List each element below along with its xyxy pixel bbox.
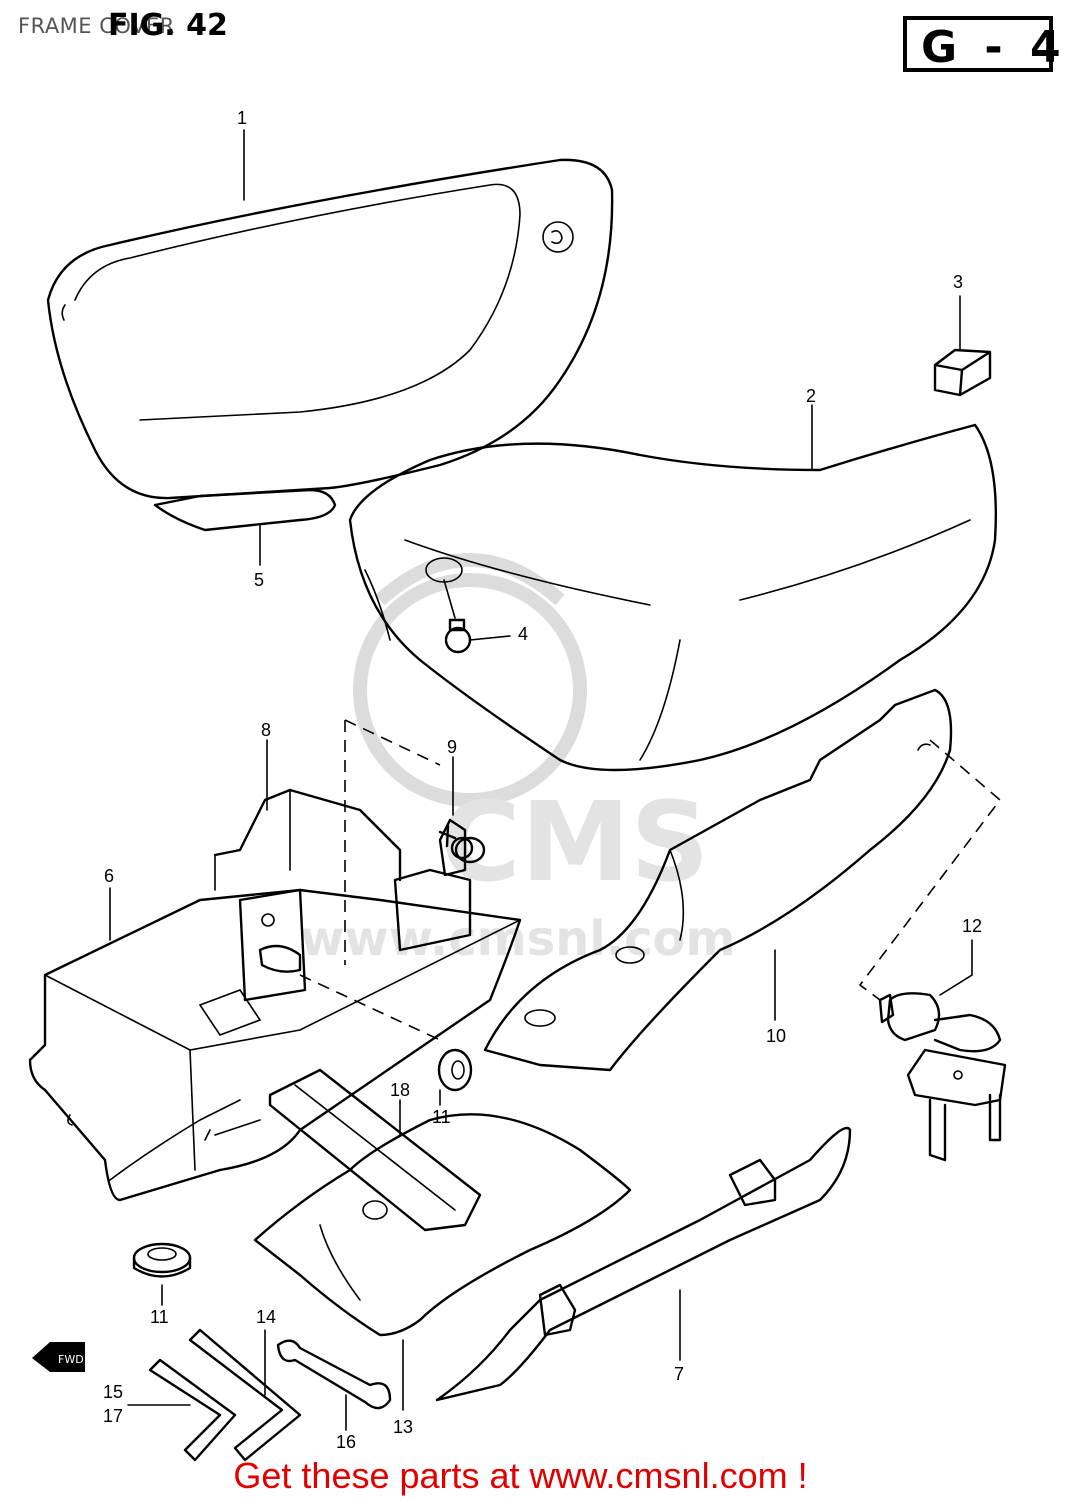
figure-title: FIG. 42	[108, 8, 228, 43]
callout-7: 7	[674, 1364, 684, 1384]
callout-8: 8	[261, 720, 271, 740]
section-code-box: G - 4	[903, 16, 1061, 73]
part-cushion	[153, 488, 337, 532]
part-tray	[28, 788, 522, 1202]
callout-5: 5	[254, 570, 264, 590]
callout-11-b: 11	[150, 1307, 169, 1327]
parts-diagram: CMS www.cmsnl.com	[28, 108, 1007, 1462]
part-lock-set	[878, 992, 1007, 1162]
callout-10: 10	[766, 1026, 786, 1046]
callout-9: 9	[447, 737, 457, 757]
callout-6: 6	[104, 866, 114, 886]
watermark-logo: CMS www.cmsnl.com	[300, 553, 736, 967]
part-block	[933, 348, 992, 397]
part-seat-pad	[253, 1113, 632, 1337]
section-code: G - 4	[921, 22, 1067, 73]
callout-18: 18	[390, 1080, 410, 1100]
callout-3: 3	[953, 272, 963, 292]
leader-lines	[109, 129, 1002, 1431]
callout-1: 1	[237, 108, 247, 128]
part-lower-cover	[483, 688, 953, 1072]
callout-12: 12	[962, 916, 982, 936]
part-rear-strip	[435, 1126, 852, 1402]
callout-15: 15	[103, 1382, 123, 1402]
callout-17: 17	[103, 1406, 123, 1426]
callout-4: 4	[518, 624, 528, 644]
watermark-logo-text: CMS	[440, 778, 709, 906]
part-spanner	[276, 1339, 392, 1410]
part-strap	[268, 1068, 482, 1232]
fwd-label: FWD	[58, 1353, 84, 1366]
callout-2: 2	[806, 386, 816, 406]
callout-11-a: 11	[432, 1107, 451, 1127]
part-frame-cover-left	[46, 158, 614, 500]
part-frame-cover-right	[348, 423, 998, 772]
callout-13: 13	[393, 1417, 413, 1437]
page-title: FRAME COVER	[18, 14, 175, 38]
callout-14: 14	[256, 1307, 276, 1327]
fwd-arrow-icon: FWD	[32, 1342, 85, 1372]
part-grommet-b	[132, 1242, 192, 1278]
part-screw	[443, 579, 472, 654]
part-hex-wrenches	[148, 1328, 302, 1462]
footer-link[interactable]: Get these parts at www.cmsnl.com !	[233, 1455, 808, 1496]
part-grommet-a	[437, 1048, 473, 1092]
callout-16: 16	[336, 1432, 356, 1452]
callouts: 1 2 3 4 5 6 7 8 9 10 11 11 12 13 14 15 1…	[103, 108, 982, 1452]
